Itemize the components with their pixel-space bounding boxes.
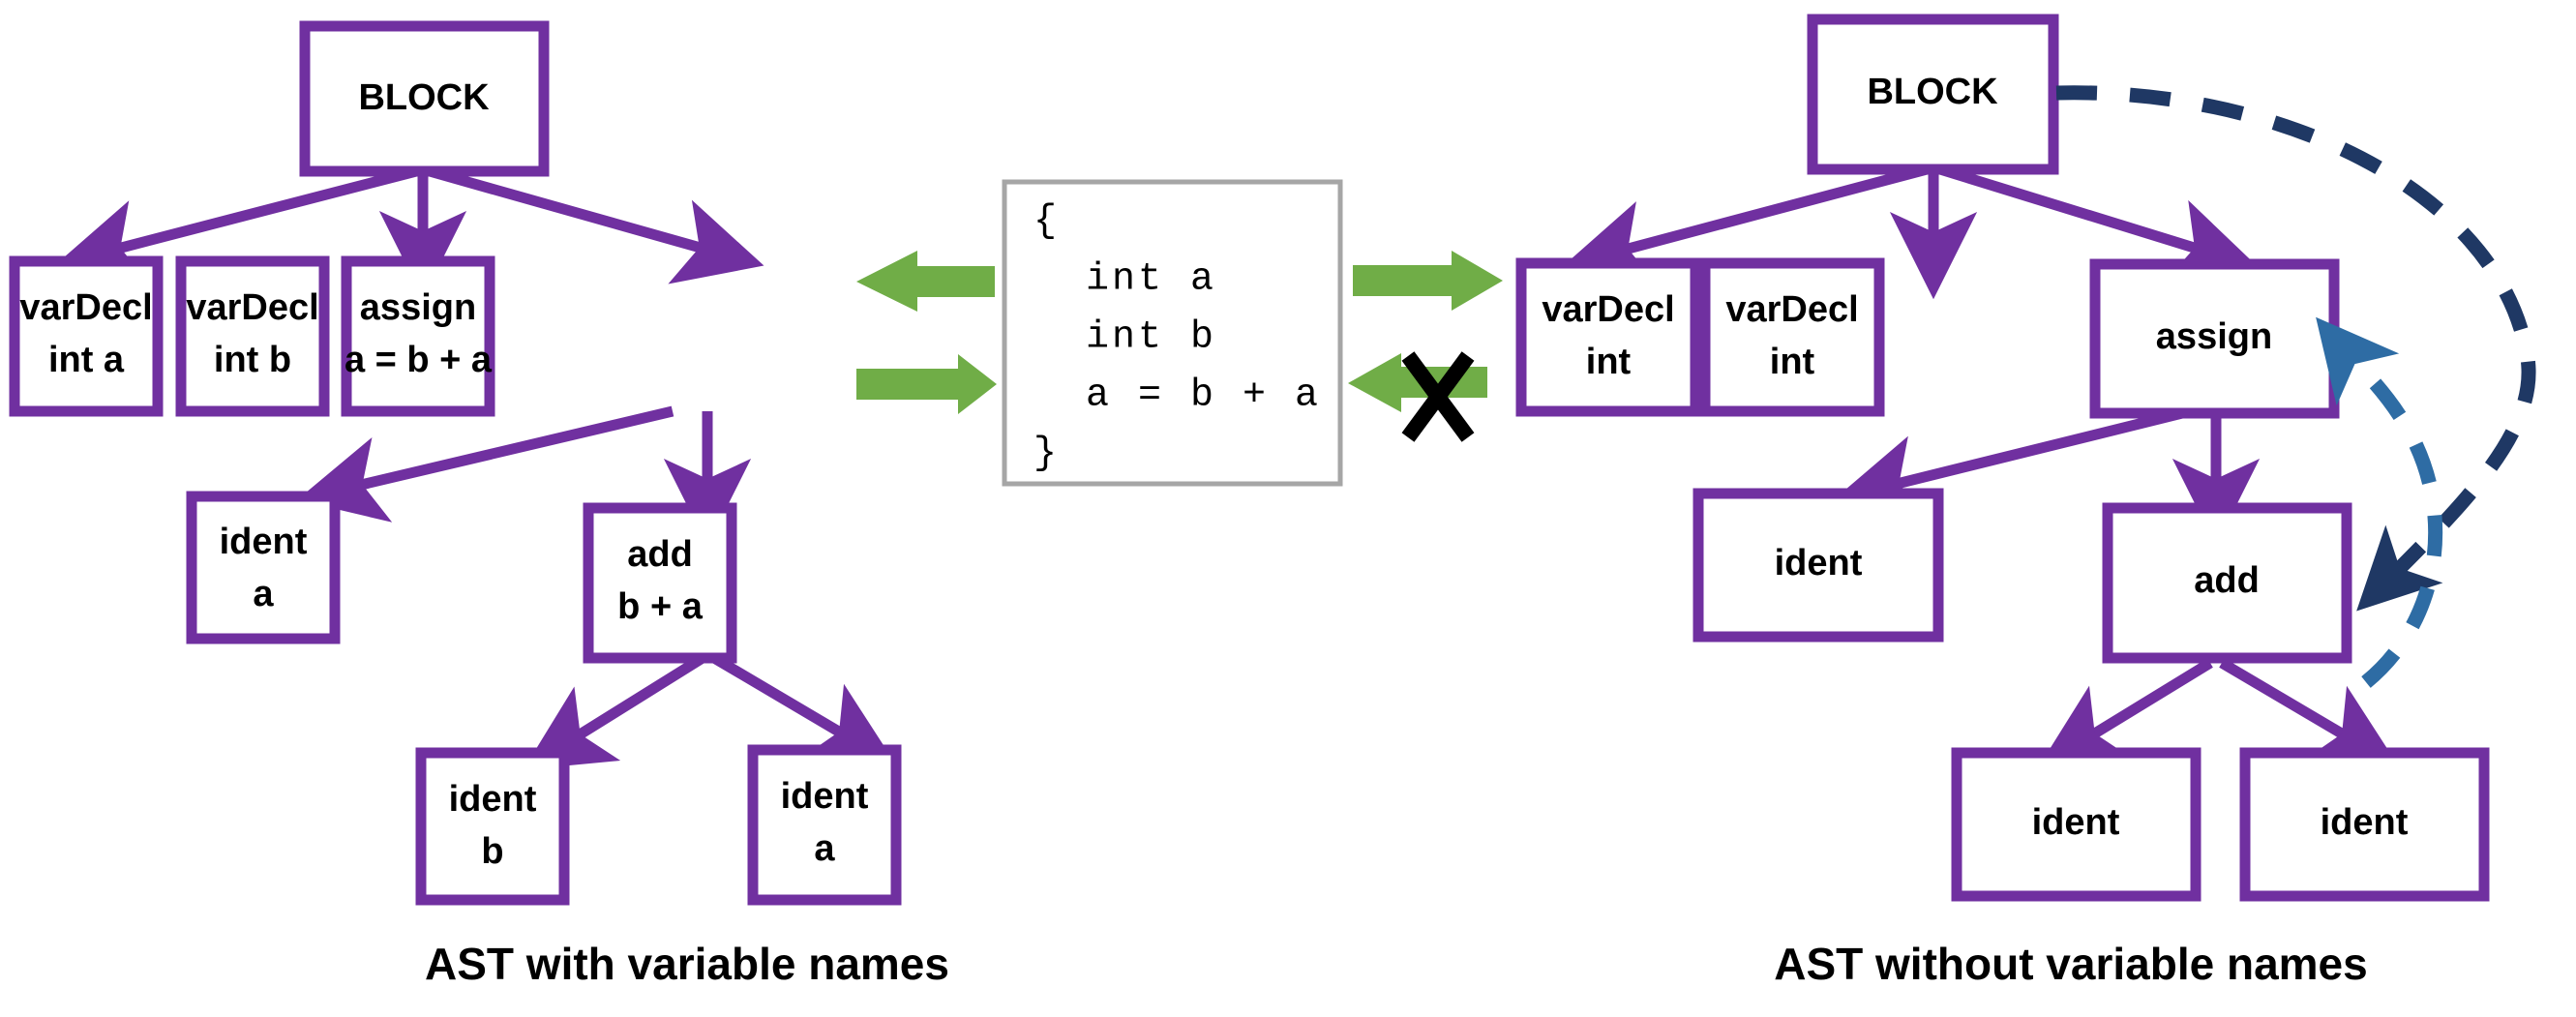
node-right-block[interactable]: BLOCK <box>1807 14 2059 175</box>
node-left-ident-a-second-line2: a <box>814 828 835 869</box>
node-right-assign[interactable]: assign <box>2089 258 2340 419</box>
node-left-vardecl-a-line1: varDecl <box>19 287 152 328</box>
green-arrow-left-ast-to-code <box>856 354 997 414</box>
node-right-vardecl-1-line1: varDecl <box>1542 289 1674 330</box>
right-tree-nodes: BLOCK varDecl int varDecl int assign ide… <box>1515 14 2490 902</box>
node-right-vardecl-2-line1: varDecl <box>1725 289 1858 330</box>
node-left-ident-a-first-line1: ident <box>220 522 308 562</box>
node-left-ident-a-second-line1: ident <box>781 776 869 817</box>
node-left-assign[interactable]: assign a = b + a <box>341 255 495 417</box>
dashed-annotation-curves <box>2055 85 2536 688</box>
node-right-ident-3-line1: ident <box>2321 802 2409 843</box>
node-right-ident-2[interactable]: ident <box>1951 747 2202 902</box>
node-left-ident-b-line1: ident <box>449 779 537 820</box>
node-right-ident-2-line1: ident <box>2032 802 2120 843</box>
node-right-ident-3[interactable]: ident <box>2239 747 2490 902</box>
node-left-ident-a-first[interactable]: ident a <box>186 491 341 644</box>
edge-block-to-assign <box>428 165 764 284</box>
green-arrow-code-to-right-ast <box>1353 251 1503 311</box>
node-right-block-line1: BLOCK <box>1867 72 1998 112</box>
right-tree-edges <box>1563 164 2400 769</box>
node-left-add-line1: add <box>627 534 693 575</box>
green-arrow-code-to-left-ast <box>856 251 995 312</box>
edge-radd-to-ident-3 <box>2219 658 2400 768</box>
green-arrows-left <box>856 251 997 414</box>
node-left-block[interactable]: BLOCK <box>299 20 550 177</box>
node-left-add-line2: b + a <box>617 586 704 627</box>
edge-rblock-to-vardecl-1 <box>1563 164 1929 286</box>
node-left-vardecl-a-line2: int a <box>48 340 125 380</box>
left-tree-nodes: BLOCK varDecl int a varDecl int b assign… <box>9 20 902 906</box>
node-left-assign-line1: assign <box>360 287 476 328</box>
left-tree-edges <box>55 165 897 770</box>
code-line-4: } <box>1033 433 1060 476</box>
dashed-curve-add-to-assign <box>2316 316 2443 688</box>
node-left-ident-a-second[interactable]: ident a <box>747 744 902 906</box>
node-right-vardecl-1-line2: int <box>1586 342 1632 382</box>
node-right-vardecl-2-line2: int <box>1770 342 1815 382</box>
node-left-vardecl-b-line1: varDecl <box>186 287 318 328</box>
node-left-ident-a-first-line2: a <box>253 574 274 614</box>
node-right-add[interactable]: add <box>2102 502 2352 664</box>
code-line-0: { <box>1033 200 1060 244</box>
node-right-ident-1[interactable]: ident <box>1692 488 1944 643</box>
node-left-ident-b-line2: b <box>481 831 503 872</box>
edge-block-to-vardecl-a <box>55 165 418 285</box>
node-right-add-line1: add <box>2194 560 2260 601</box>
edge-add-to-ident-a <box>711 653 897 766</box>
edge-radd-to-ident-2 <box>2037 658 2213 769</box>
dashed-curve-block-to-add <box>2055 85 2536 612</box>
edge-assign-to-ident-a <box>297 405 674 523</box>
node-left-vardecl-b[interactable]: varDecl int b <box>175 255 330 417</box>
node-left-vardecl-b-line2: int b <box>214 340 291 380</box>
node-left-ident-b[interactable]: ident b <box>415 747 570 906</box>
right-tree-caption: AST without variable names <box>1774 939 2367 989</box>
code-line-3: a = b + a <box>1033 374 1321 418</box>
code-line-1: int a <box>1033 258 1216 302</box>
left-tree-caption: AST with variable names <box>425 939 949 989</box>
node-right-assign-line1: assign <box>2156 316 2272 357</box>
node-left-assign-line2: a = b + a <box>344 340 493 380</box>
code-line-2: int b <box>1033 316 1216 360</box>
node-right-vardecl-2[interactable]: varDecl int <box>1699 257 1885 417</box>
node-left-vardecl-a[interactable]: varDecl int a <box>9 255 164 417</box>
edge-rassign-to-ident-1 <box>1834 407 2184 522</box>
node-left-block-line1: BLOCK <box>358 77 490 118</box>
node-right-ident-1-line1: ident <box>1775 543 1863 583</box>
node-right-vardecl-1[interactable]: varDecl int <box>1515 257 1701 417</box>
edge-rblock-to-assign <box>1938 164 2260 284</box>
node-left-add[interactable]: add b + a <box>583 502 737 664</box>
blocked-marker-x <box>1401 351 1475 442</box>
edge-add-to-ident-b <box>523 653 705 770</box>
code-snippet-box[interactable]: { int a int b a = b + a } <box>1002 179 1343 487</box>
